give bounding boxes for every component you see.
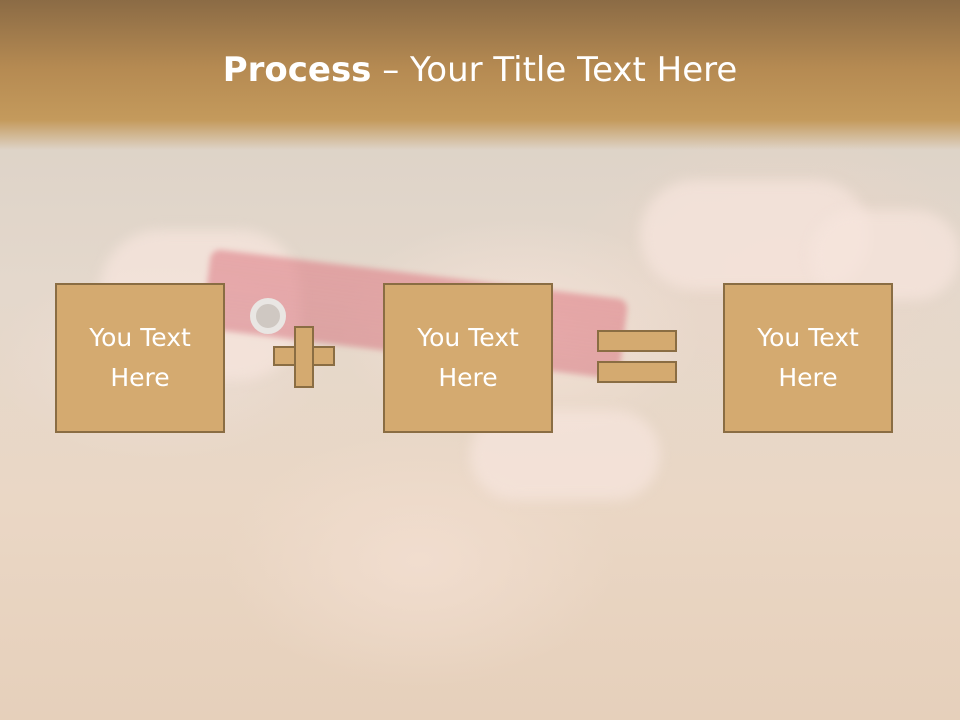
process-box-1-text: You Text Here <box>89 323 191 392</box>
process-box-3[interactable]: You Text Here <box>723 283 893 433</box>
plus-icon-vertical <box>294 326 314 388</box>
equals-icon-top-bar <box>597 330 677 352</box>
process-box-2-text: You Text Here <box>417 323 519 392</box>
title-bold: Process <box>222 50 372 90</box>
title-rest: – Your Title Text Here <box>371 50 738 90</box>
process-box-3-text: You Text Here <box>757 323 859 392</box>
process-box-2[interactable]: You Text Here <box>383 283 553 433</box>
slide-title[interactable]: Process – Your Title Text Here <box>0 50 960 90</box>
plus-icon <box>273 326 335 388</box>
equals-icon <box>597 330 677 384</box>
title-bar <box>0 0 960 150</box>
equals-icon-bottom-bar <box>597 361 677 383</box>
background-phone-button <box>250 298 286 334</box>
process-box-1[interactable]: You Text Here <box>55 283 225 433</box>
